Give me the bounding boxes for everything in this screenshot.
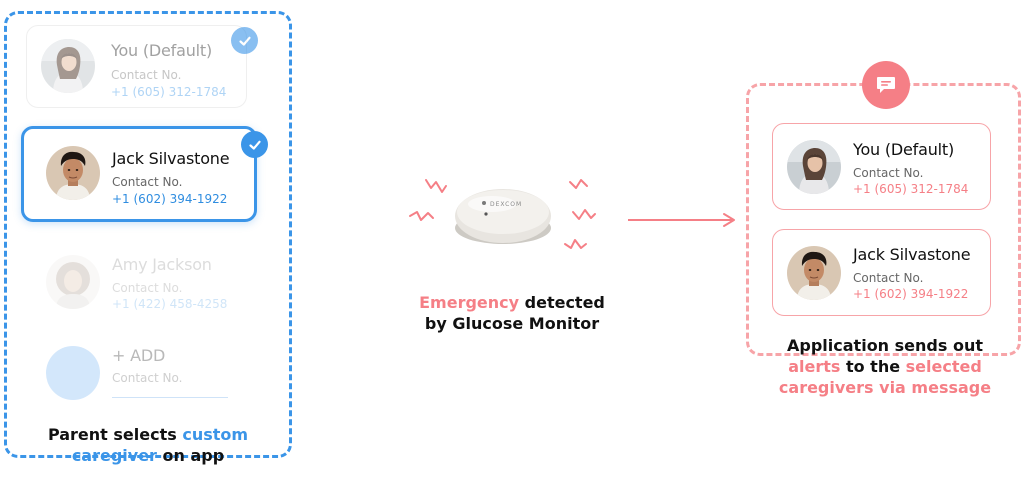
caregiver-card-you[interactable]: You (Default) Contact No. +1 (605) 312-1… bbox=[26, 25, 247, 108]
alert-caption: Application sends out alerts to the sele… bbox=[778, 336, 992, 397]
checkmark-icon bbox=[241, 131, 268, 158]
contact-label: Contact No. bbox=[112, 281, 183, 295]
contact-label: Contact No. bbox=[853, 166, 924, 180]
caregiver-card-amy[interactable]: Amy Jackson Contact No. +1 (422) 458-425… bbox=[26, 232, 247, 316]
caregiver-selection-panel bbox=[4, 11, 292, 458]
recipient-name: Jack Silvastone bbox=[853, 245, 971, 264]
contact-input-line[interactable] bbox=[112, 397, 228, 398]
caregiver-name: Jack Silvastone bbox=[112, 149, 230, 168]
contact-phone: +1 (605) 312-1784 bbox=[853, 182, 969, 196]
contact-label: Contact No. bbox=[111, 68, 182, 82]
recipient-card-you: You (Default) Contact No. +1 (605) 312-1… bbox=[772, 123, 991, 210]
svg-text:DEXCOM: DEXCOM bbox=[490, 201, 522, 208]
message-icon bbox=[862, 61, 910, 109]
avatar bbox=[41, 39, 95, 93]
contact-label: Contact No. bbox=[853, 271, 924, 285]
add-caregiver-card[interactable]: + ADD Contact No. bbox=[26, 328, 247, 408]
avatar bbox=[787, 140, 841, 194]
alert-zigzag-icon bbox=[409, 179, 596, 249]
avatar-placeholder bbox=[46, 346, 100, 400]
glucose-monitor-illustration: DEXCOM bbox=[409, 179, 596, 249]
monitor-caption: Emergency detected by Glucose Monitor bbox=[419, 293, 605, 333]
contact-phone: +1 (602) 394-1922 bbox=[853, 287, 969, 301]
avatar bbox=[787, 246, 841, 300]
recipient-card-jack: Jack Silvastone Contact No. +1 (602) 394… bbox=[772, 229, 991, 316]
caregiver-name: You (Default) bbox=[111, 41, 213, 60]
recipient-name: You (Default) bbox=[853, 140, 955, 159]
contact-label: Contact No. bbox=[112, 175, 183, 189]
avatar bbox=[46, 255, 100, 309]
contact-phone: +1 (602) 394-1922 bbox=[112, 192, 228, 206]
contact-phone: +1 (422) 458-4258 bbox=[112, 297, 228, 311]
flow-arrow-icon bbox=[628, 213, 735, 227]
avatar bbox=[46, 146, 100, 200]
checkmark-icon bbox=[231, 27, 258, 54]
add-label: + ADD bbox=[112, 346, 166, 365]
contact-phone: +1 (605) 312-1784 bbox=[111, 85, 227, 99]
caregiver-name: Amy Jackson bbox=[112, 255, 212, 274]
contact-label: Contact No. bbox=[112, 371, 183, 385]
caregiver-card-jack[interactable]: Jack Silvastone Contact No. +1 (602) 394… bbox=[21, 126, 257, 222]
